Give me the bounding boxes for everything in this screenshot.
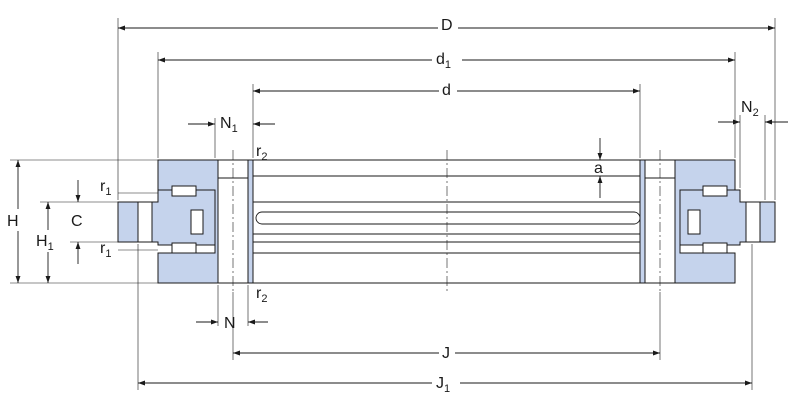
dimension-labels: D d1 d N1 N2 r2 r2 r1 r1 a H C H1 N J J1 xyxy=(6,14,759,395)
label-a: a xyxy=(594,160,603,177)
label-D: D xyxy=(441,17,453,34)
label-H1: H1 xyxy=(36,233,54,253)
label-r2-bottom: r2 xyxy=(256,285,267,305)
label-r2-top: r2 xyxy=(256,143,267,163)
right-roller-radial xyxy=(687,209,701,235)
label-d: d xyxy=(442,82,451,99)
label-H: H xyxy=(7,213,19,230)
label-d1: d1 xyxy=(436,51,451,71)
label-N2: N2 xyxy=(741,99,759,119)
left-roller-bottom xyxy=(171,242,197,254)
label-J1: J1 xyxy=(436,375,450,395)
label-C: C xyxy=(71,213,83,230)
bearing-section xyxy=(117,150,776,292)
label-J: J xyxy=(442,345,450,362)
label-r1-bottom: r1 xyxy=(100,240,111,260)
right-flange-hole xyxy=(745,201,761,243)
left-roller-radial xyxy=(190,209,204,235)
label-N: N xyxy=(224,315,236,332)
right-roller-top xyxy=(702,185,728,197)
label-N1: N1 xyxy=(220,115,238,135)
left-flange-hole xyxy=(137,201,153,243)
right-roller-bottom xyxy=(702,242,728,254)
left-roller-top xyxy=(171,185,197,197)
label-r1-top: r1 xyxy=(100,178,111,198)
